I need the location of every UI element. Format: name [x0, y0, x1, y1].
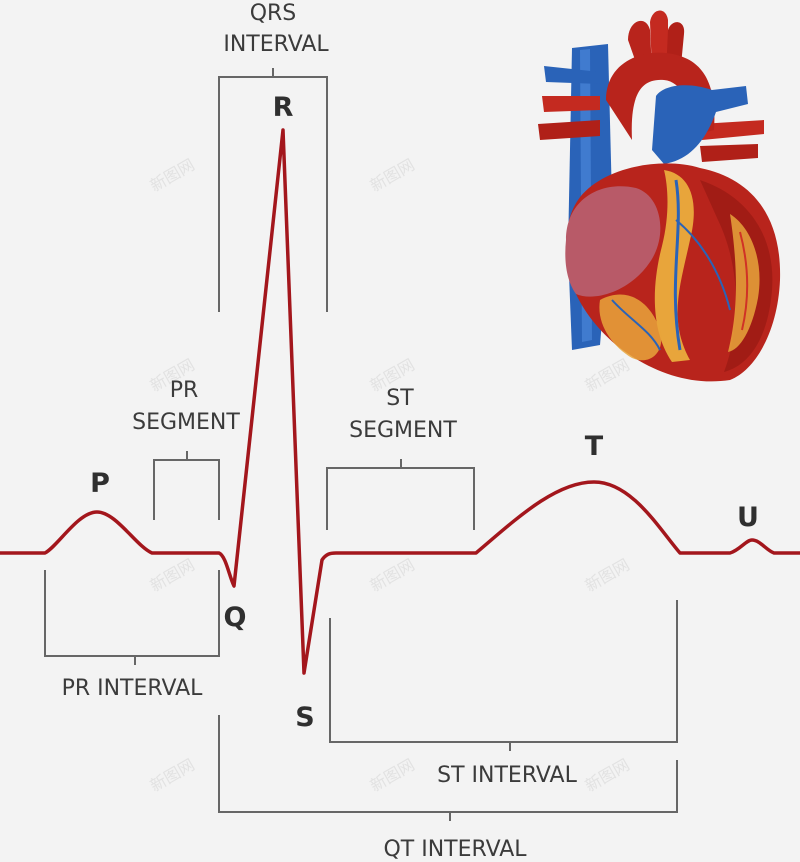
right-atrium	[565, 186, 661, 297]
ecg-trace	[0, 128, 800, 675]
coronary-vessel	[675, 219, 731, 311]
coronary-fat	[654, 170, 694, 362]
t-wave-label: T	[585, 431, 604, 462]
watermark: 新图网	[582, 355, 633, 395]
watermark: 新图网	[367, 155, 418, 195]
st-segment-label-line1: ST	[386, 386, 414, 411]
st-segment-bracket	[326, 459, 475, 530]
interval-brackets	[44, 68, 678, 821]
pr-segment-bracket	[153, 451, 220, 520]
coronary-fat	[728, 214, 760, 352]
st-segment-label-line2: SEGMENT	[349, 418, 457, 443]
qt-interval-bracket	[218, 715, 678, 821]
coronary-vessel	[673, 179, 682, 351]
q-wave-label: Q	[224, 602, 247, 633]
pr-interval-label: PR INTERVAL	[62, 676, 204, 701]
pulmonary-artery	[652, 85, 748, 164]
pulmonary-vein	[544, 66, 600, 84]
watermark: 新图网	[582, 755, 633, 795]
pr-segment-label-line1: PR	[170, 378, 199, 403]
watermark: 新图网	[147, 155, 198, 195]
st-interval-label: ST INTERVAL	[437, 763, 577, 788]
u-wave-label: U	[737, 502, 759, 533]
watermark: 新图网	[147, 555, 198, 595]
r-wave-label: R	[273, 92, 294, 123]
watermark: 新图网	[367, 755, 418, 795]
coronary-fat	[599, 294, 662, 361]
coronary-vessel	[739, 231, 749, 331]
s-wave-label: S	[295, 702, 314, 733]
qrs-interval-label-line1: QRS	[250, 1, 297, 26]
st-interval-bracket	[329, 600, 678, 751]
qrs-interval-label-line2: INTERVAL	[223, 32, 329, 57]
pr-segment-label-line2: SEGMENT	[132, 410, 240, 435]
pr-interval-bracket	[44, 570, 220, 665]
right-vessels	[700, 120, 764, 140]
right-vessels	[700, 144, 758, 162]
p-wave-label: P	[90, 468, 110, 499]
coronary-vessel	[611, 299, 661, 351]
pulmonary-vein	[538, 120, 600, 140]
qt-interval-label: QT INTERVAL	[383, 837, 527, 862]
watermark: 新图网	[367, 555, 418, 595]
aortic-arch	[606, 52, 715, 140]
watermark: 新图网	[582, 555, 633, 595]
heart-illustration	[538, 10, 781, 382]
watermark: 新图网	[147, 755, 198, 795]
qrs-interval-bracket	[218, 68, 328, 312]
pulmonary-vein	[542, 96, 600, 112]
